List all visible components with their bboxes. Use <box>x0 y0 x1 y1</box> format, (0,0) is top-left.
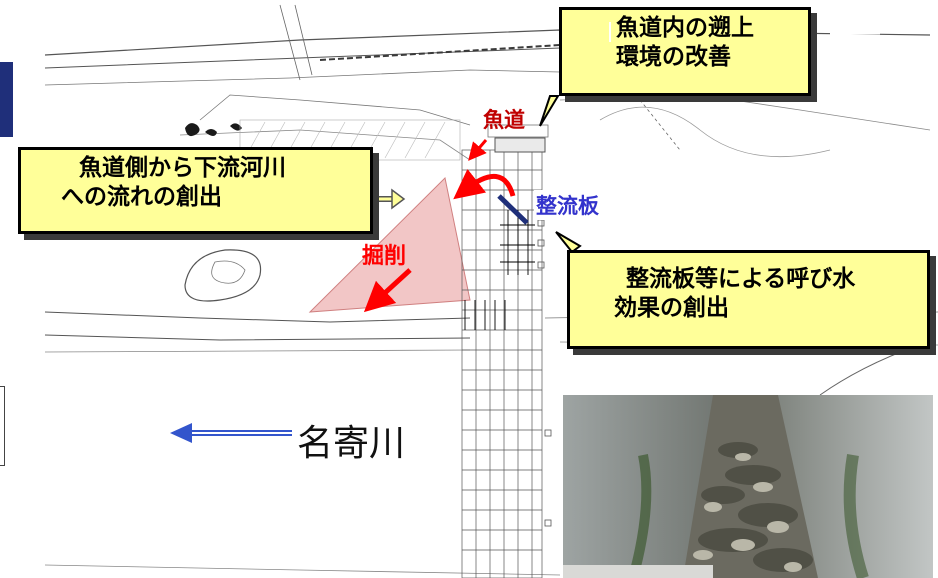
label-river-nayoro: 名寄川 <box>297 423 406 464</box>
fishway-photo <box>563 395 933 578</box>
callout-fishway-improvement-line2: 環境の改善 <box>616 44 731 71</box>
callout-fishway-improvement-line1: 魚道内の遡上 <box>616 15 754 41</box>
left-edge-frame <box>0 386 5 466</box>
callout-downstream-flow: 魚道側から下流河川 への流れの創出 <box>18 147 373 234</box>
left-edge-blue-bar <box>0 62 13 137</box>
label-excavation: 掘削 <box>362 244 407 269</box>
callout-attraction-flow-line2: 効果の創出 <box>614 295 729 322</box>
callout-attraction-flow: 整流板等による呼び水 効果の創出 <box>567 250 930 349</box>
callout-left-tick <box>609 22 611 42</box>
callout-downstream-flow-line2: への流れの創出 <box>61 184 222 211</box>
label-baffle: 整流板 <box>534 190 601 220</box>
callout-downstream-flow-line1: 魚道側から下流河川 <box>79 155 286 181</box>
callout-attraction-flow-line1: 整流板等による呼び水 <box>626 266 856 292</box>
callout-fishway-improvement: 魚道内の遡上 環境の改善 <box>559 7 811 96</box>
label-fishway: 魚道 <box>483 108 525 132</box>
